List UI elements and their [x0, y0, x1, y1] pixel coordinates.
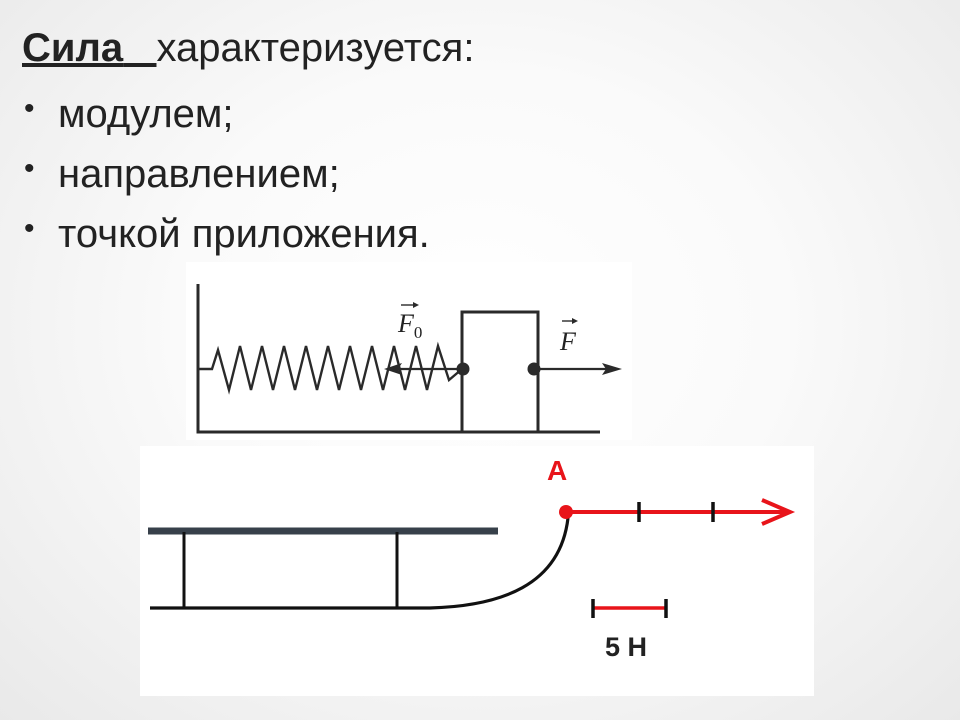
- label-scale: 5 Н: [605, 632, 647, 662]
- label-f0: F0: [397, 309, 422, 342]
- force-f-arrowhead: [602, 363, 622, 375]
- spring-block-diagram: F0 F: [186, 262, 632, 440]
- heading-underline-gap: [123, 26, 156, 70]
- bullet-item-direction: • направлением;: [22, 144, 430, 204]
- bullet-dot-icon: •: [24, 212, 35, 245]
- bullet-text: модулем;: [58, 92, 234, 136]
- sled-svg: A 5 Н: [148, 455, 796, 662]
- bullet-dot-icon: •: [24, 92, 35, 125]
- label-f0-symbol: F: [397, 309, 415, 338]
- force-vector-arrowhead: [761, 498, 796, 526]
- sled-runner: [150, 517, 570, 610]
- bullet-item-magnitude: • модулем;: [22, 84, 430, 144]
- label-f0-subscript: 0: [414, 323, 423, 342]
- bullet-text: точкой приложения.: [58, 212, 430, 256]
- label-point-a: A: [547, 455, 567, 486]
- bullet-item-application-point: • точкой приложения.: [22, 204, 430, 264]
- bullet-dot-icon: •: [24, 152, 35, 185]
- sled-force-diagram: A 5 Н: [140, 446, 814, 696]
- force-f-point: [527, 362, 541, 376]
- bullet-text: направлением;: [58, 152, 340, 196]
- f-vector-arrow-icon: [572, 318, 578, 324]
- label-f: F: [559, 327, 577, 356]
- f0-vector-arrow-icon: [413, 302, 419, 308]
- bullet-list: • модулем; • направлением; • точкой прил…: [22, 84, 430, 264]
- force-f0-point: [456, 362, 470, 376]
- force-f0-arrowhead: [384, 363, 402, 375]
- slide-heading: Сила характеризуется:: [22, 24, 474, 72]
- application-point-a: [559, 505, 573, 519]
- block: [460, 310, 540, 434]
- heading-rest: характеризуется:: [156, 26, 475, 70]
- heading-term: Сила: [22, 26, 124, 70]
- spring: [198, 341, 463, 395]
- spring-block-svg: F0 F: [196, 284, 622, 434]
